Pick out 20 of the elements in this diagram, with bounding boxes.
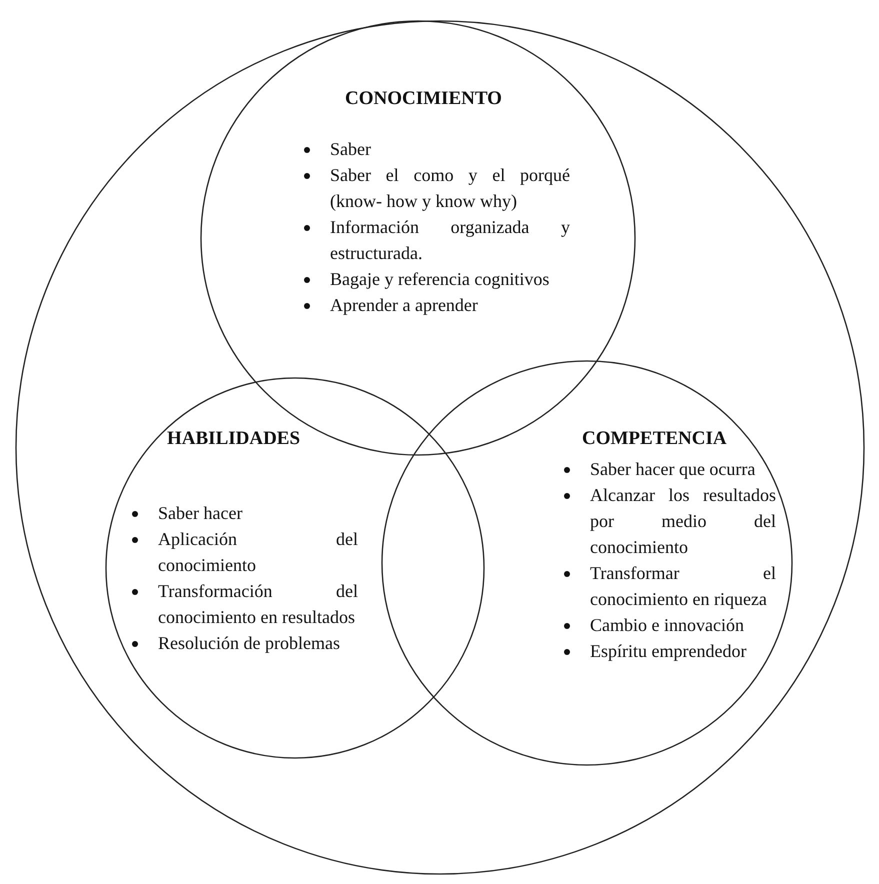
bullet-item: Transformar el conocimiento en riqueza	[590, 562, 776, 611]
bullet-item: Información organizada y estructurada.	[330, 216, 570, 265]
circle-heading: HABILIDADES	[167, 428, 300, 450]
bullet-item: Saber hacer que ocurra	[590, 458, 756, 481]
bullet-item: Saber hacer	[158, 502, 244, 525]
bullet-item: Transformación del conocimiento en resultados	[158, 580, 358, 629]
bullet-item: Alcanzar los resultados por medio del conocimiento	[590, 484, 776, 559]
bullet-item: Aplicación del conocimiento	[158, 528, 358, 577]
bullet-item: Saber	[330, 138, 372, 161]
venn-circle	[381, 360, 793, 766]
bullet-item: Cambio e innovación	[590, 614, 745, 637]
circle-heading: COMPETENCIA	[582, 428, 727, 450]
circle-heading: CONOCIMIENTO	[345, 88, 502, 110]
bullet-item: Espíritu emprendedor	[590, 640, 748, 663]
venn-circle	[105, 377, 485, 759]
bullet-item: Bagaje y referencia cognitivos	[330, 268, 550, 291]
bullet-item: Aprender a aprender	[330, 294, 479, 317]
bullet-item: Saber el como y el porqué (know- how y know why)	[330, 164, 570, 213]
venn-circle	[15, 20, 865, 875]
bullet-item: Resolución de problemas	[158, 632, 341, 655]
